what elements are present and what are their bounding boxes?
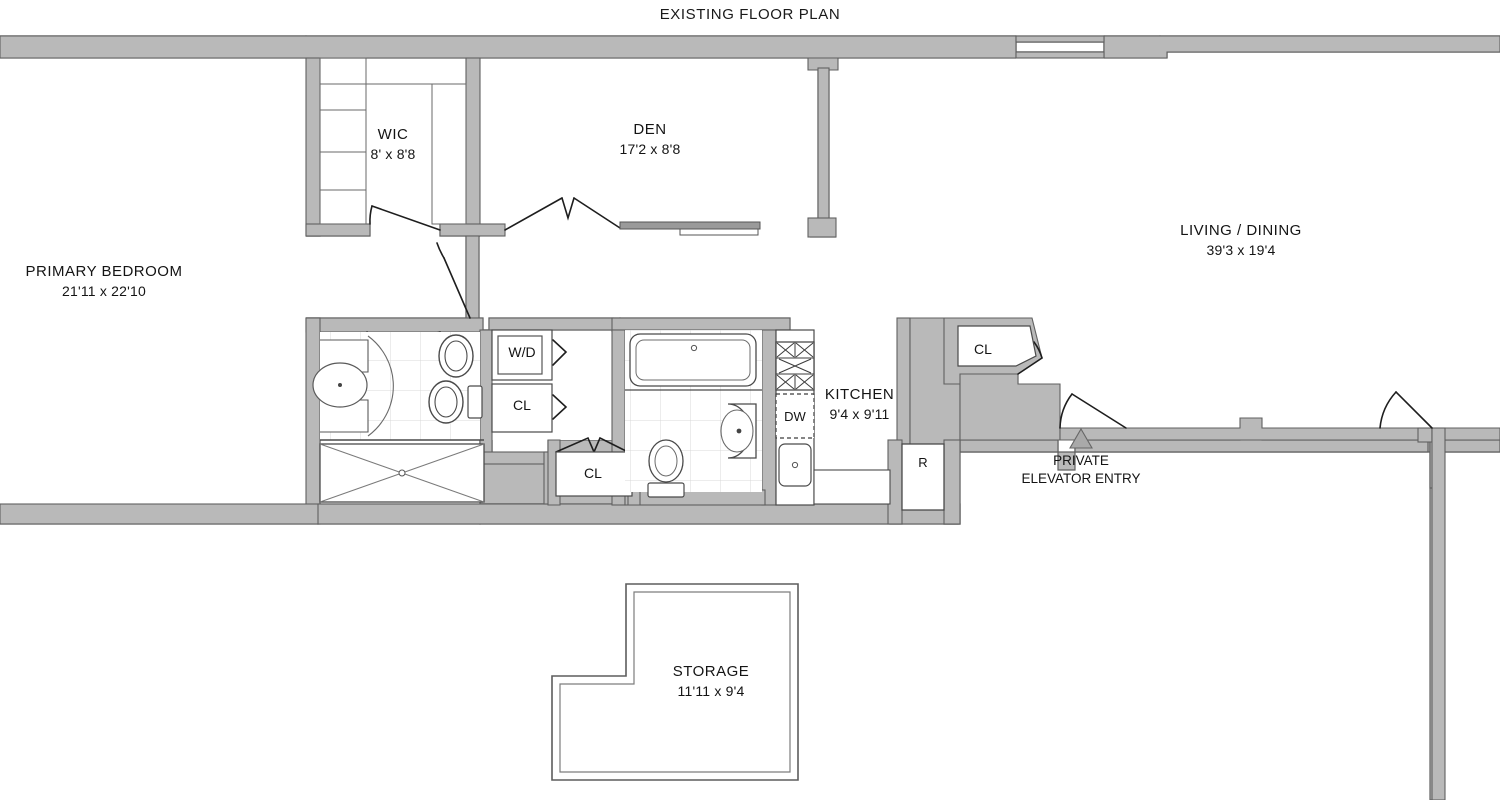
wall-living-south <box>959 439 1059 453</box>
bath2-sink <box>720 403 757 459</box>
cl-upper-closet <box>491 383 553 433</box>
door-wd <box>552 339 568 366</box>
door-entry-left <box>1059 393 1073 429</box>
cl-entry-closet <box>957 325 1037 367</box>
floor-wic <box>320 58 466 224</box>
closet-interiors <box>491 325 1037 497</box>
bath2-toilet <box>647 439 685 498</box>
fixture-label-closet-entry: CL <box>974 341 992 357</box>
cl-lower-closet <box>555 451 633 497</box>
vanity-front-arc <box>367 335 394 437</box>
toilet-icon <box>428 380 464 424</box>
fixture-label-closet-hall-upper: CL <box>513 397 531 413</box>
triangle-icon <box>1069 427 1093 449</box>
elevator-label-line1: PRIVATE <box>1053 453 1109 468</box>
floor-den <box>480 58 810 310</box>
floor-bedroom <box>0 58 306 504</box>
fixture-label-dishwasher: DW <box>784 409 806 424</box>
kitchen-fixtures <box>775 329 945 511</box>
refrigerator-box <box>901 443 945 511</box>
fixture-label-washer-dryer: W/D <box>508 344 536 360</box>
second-bathroom <box>625 330 762 498</box>
master-bathroom <box>312 332 485 503</box>
door-hall-a <box>504 197 563 231</box>
wall-living-south-3 <box>1442 439 1500 453</box>
page-title: EXISTING FLOOR PLAN <box>659 6 841 23</box>
storage-room <box>551 583 799 781</box>
dishwasher-box <box>775 393 815 439</box>
wic-shelving <box>319 57 467 225</box>
door-far-right <box>1379 391 1397 429</box>
fixture-label-closet-hall-lower: CL <box>584 465 602 481</box>
sliding-door-den <box>619 221 761 236</box>
door-cl-upper <box>552 394 568 420</box>
bidet-icon <box>438 334 474 378</box>
storage-outline-outer <box>551 583 799 781</box>
wd-appliance <box>497 335 543 375</box>
cooktop-icon <box>775 341 815 391</box>
shower-pan <box>319 443 485 503</box>
door-bedroom-hall <box>436 242 445 259</box>
elevator-label-line2: ELEVATOR ENTRY <box>1021 470 1141 486</box>
kitchen-sink <box>778 443 812 487</box>
storage-outline-inner <box>559 591 791 773</box>
fixture-label-refrigerator: R <box>918 455 928 470</box>
private-elevator-entry-label: PRIVATE ELEVATOR ENTRY <box>1010 452 1152 487</box>
